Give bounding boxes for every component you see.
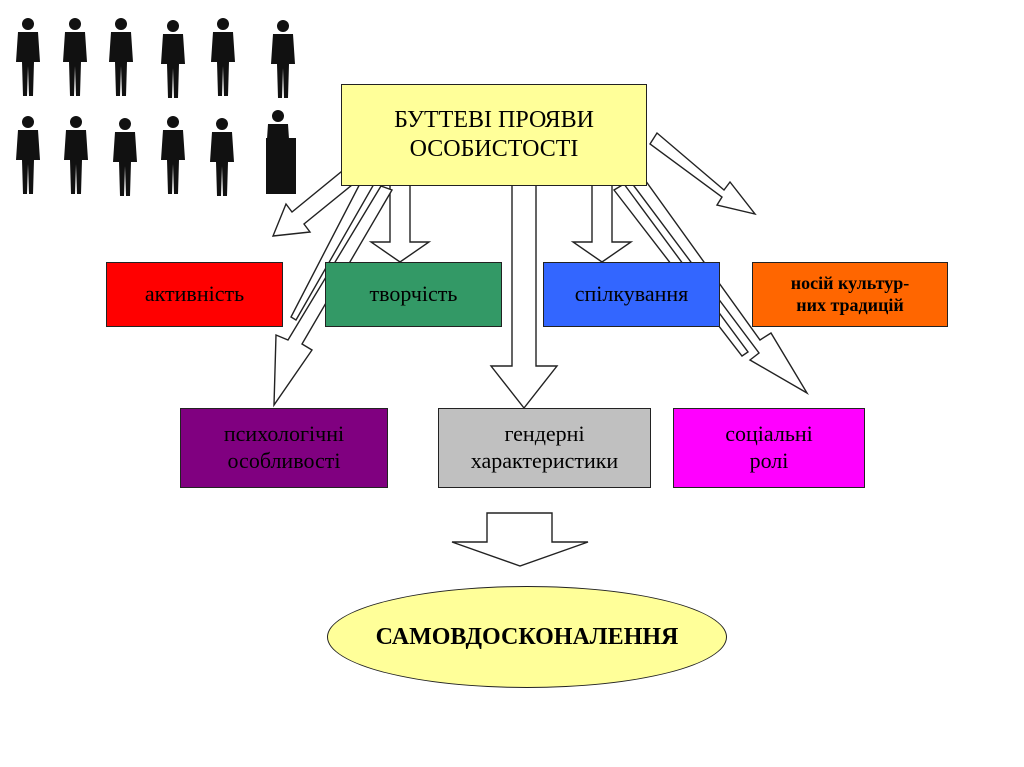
box-spilkuvannia-label: спілкування [574, 281, 689, 307]
box-tvorchist-label: творчість [369, 281, 458, 307]
arrow-to-psykholohichni-a [273, 185, 394, 408]
box-nosii-kulturnykh-tradytsii: носій культур- них традицій [752, 262, 948, 327]
box-psykholohichni-osoblyvosti: психологічні особливості [180, 408, 388, 488]
arrow-to-tvorchist [368, 181, 432, 263]
arrow-to-spilkuvannia [570, 181, 634, 263]
title-line-1: БУТТЕВІ ПРОЯВИ [394, 106, 594, 133]
box-aktyvnist-label: активність [144, 281, 245, 307]
box-psykholohichni-line-2: особливості [227, 448, 341, 473]
business-people-silhouettes-icon [16, 18, 296, 196]
box-sotsialni-line-2: ролі [749, 448, 789, 473]
arrow-to-nosii [649, 131, 757, 216]
box-henderni-kharakterystyky: гендерні характеристики [438, 408, 651, 488]
arrow-to-result [451, 512, 589, 567]
box-aktyvnist: активність [106, 262, 283, 327]
title-line-2: ОСОБИСТОСТІ [409, 136, 579, 162]
result-label: САМОВДОСКОНАЛЕННЯ [375, 623, 679, 650]
box-sotsialni-roli: соціальні ролі [673, 408, 865, 488]
result-ellipse: САМОВДОСКОНАЛЕННЯ [327, 586, 727, 688]
box-psykholohichni-line-1: психологічні [223, 421, 345, 447]
arrow-to-henderni [489, 183, 559, 410]
box-nosii-line-2: них традицій [796, 294, 904, 315]
box-spilkuvannia: спілкування [543, 262, 720, 327]
box-tvorchist: творчість [325, 262, 502, 327]
box-sotsialni-line-1: соціальні [725, 421, 813, 447]
box-nosii-line-1: носій культур- [790, 272, 910, 293]
box-henderni-line-2: характеристики [470, 448, 619, 473]
box-henderni-line-1: гендерні [504, 421, 585, 447]
title-box: БУТТЕВІ ПРОЯВИ ОСОБИСТОСТІ [341, 84, 647, 186]
